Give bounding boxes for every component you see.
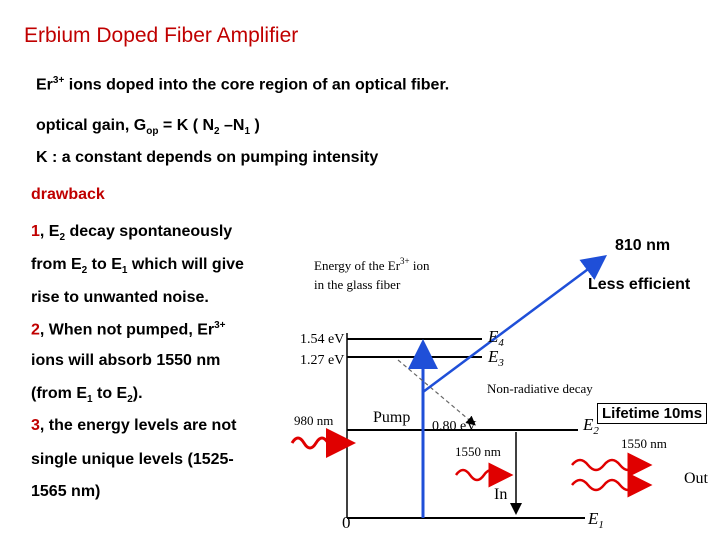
- annotation-less-efficient: Less efficient: [588, 276, 691, 293]
- output-wave-1: [571, 458, 637, 472]
- text-line-k-constant: K : a constant depends on pumping intens…: [36, 149, 379, 166]
- point-3-line-a: 3, the energy levels are not: [31, 417, 237, 434]
- point-1-line-b: from E2 to E1 which will give: [31, 256, 244, 277]
- e3-label: E3: [487, 347, 504, 369]
- in-label: In: [494, 486, 507, 503]
- diagram-heading-a: Energy of the Er3+ ion: [314, 256, 430, 273]
- page-title: Erbium Doped Fiber Amplifier: [24, 24, 299, 47]
- ev-label-2: 1.27 eV: [300, 353, 344, 368]
- point-2-line-c: (from E1 to E2).: [31, 385, 143, 406]
- point-1-line-c: rise to unwanted noise.: [31, 289, 209, 306]
- point-2-line-b: ions will absorb 1550 nm: [31, 352, 221, 369]
- e1-label: E1: [587, 509, 604, 531]
- point-1-line-a: 1, E2 decay spontaneously: [31, 223, 233, 244]
- drawback-heading: drawback: [31, 186, 105, 203]
- out-label: Out: [684, 470, 709, 487]
- text-line-er-ions: Er3+ ions doped into the core region of …: [36, 75, 450, 94]
- annotation-lifetime: Lifetime 10ms: [597, 403, 708, 424]
- ev-label-3: 0.80 eV: [432, 419, 476, 434]
- in-wavelength: 1550 nm: [455, 444, 501, 459]
- esa-810-arrow: [422, 255, 608, 394]
- point-2-line-a: 2, When not pumped, Er3+: [31, 320, 226, 339]
- point-3-line-c: 1565 nm): [31, 483, 101, 500]
- diagram-heading-b: in the glass fiber: [314, 277, 401, 292]
- zero-label: 0: [342, 513, 351, 532]
- point-3-line-b: single unique levels (1525-: [31, 451, 234, 468]
- pump-label: Pump: [373, 409, 410, 426]
- pump-wavelength: 980 nm: [294, 413, 333, 428]
- pump-wave: [290, 436, 342, 450]
- e2-label: E2: [582, 415, 599, 437]
- output-wave-2: [571, 478, 637, 492]
- annotation-810nm: 810 nm: [615, 237, 671, 254]
- e4-label: E4: [487, 327, 504, 349]
- text-line-optical-gain: optical gain, Gop = K ( N2 –N1 ): [36, 117, 260, 138]
- nonrad-decay-arrow: [397, 359, 476, 426]
- out-wavelength: 1550 nm: [621, 436, 667, 451]
- nonrad-label: Non-radiative decay: [487, 381, 593, 396]
- input-wave: [454, 468, 500, 482]
- ev-label-1: 1.54 eV: [300, 332, 344, 347]
